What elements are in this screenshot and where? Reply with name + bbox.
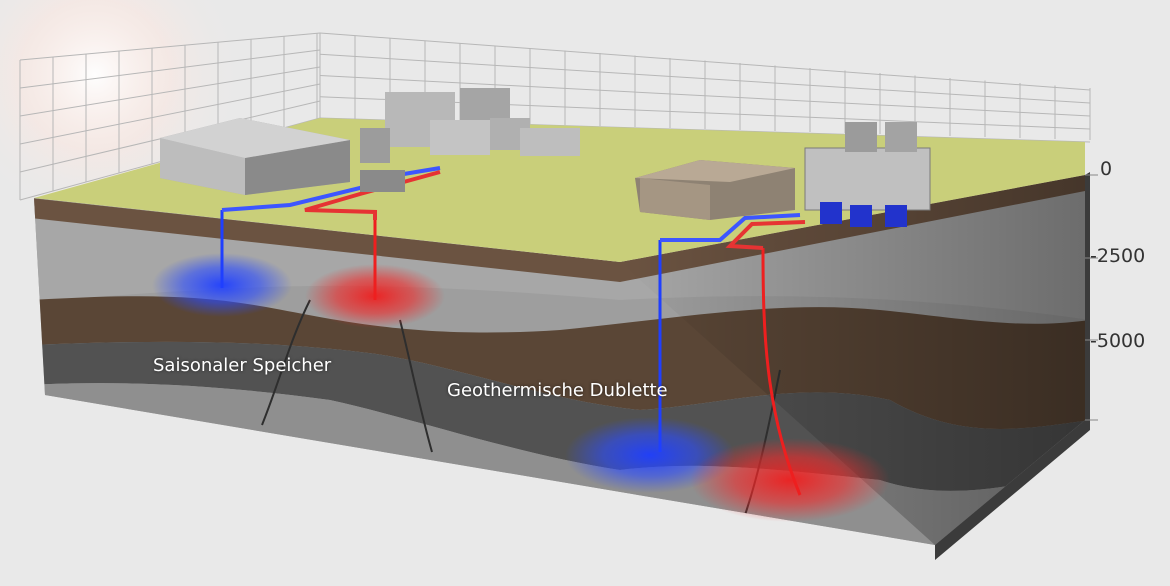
fault-line-1: [261, 299, 311, 426]
fault-line-2: [399, 319, 433, 453]
depth-tick-5000: -5000: [1090, 330, 1146, 352]
depth-axis-ticks: [1085, 174, 1098, 421]
heat-plant-barn: [635, 160, 795, 220]
block-side-shade: [620, 175, 1085, 545]
depth-tick-2500: -2500: [1090, 245, 1146, 267]
label-seasonal-storage: Saisonaler Speicher: [153, 355, 332, 376]
hot-doublet-well: [761, 247, 802, 496]
label-geothermal-doublet: Geothermische Dublette: [447, 380, 668, 401]
depth-tick-0: 0: [1100, 158, 1113, 180]
hot-doublet-plume: [690, 438, 890, 522]
cooling-unit: [804, 122, 931, 211]
factory-building: [160, 118, 350, 195]
storage-plant-box: [360, 170, 405, 192]
town-buildings: [360, 88, 580, 163]
cold-surface-pipe-east: [660, 213, 801, 242]
pump-units: [820, 202, 907, 227]
hot-surface-pipe-east: [725, 220, 806, 250]
block-right-face: [935, 172, 1090, 560]
